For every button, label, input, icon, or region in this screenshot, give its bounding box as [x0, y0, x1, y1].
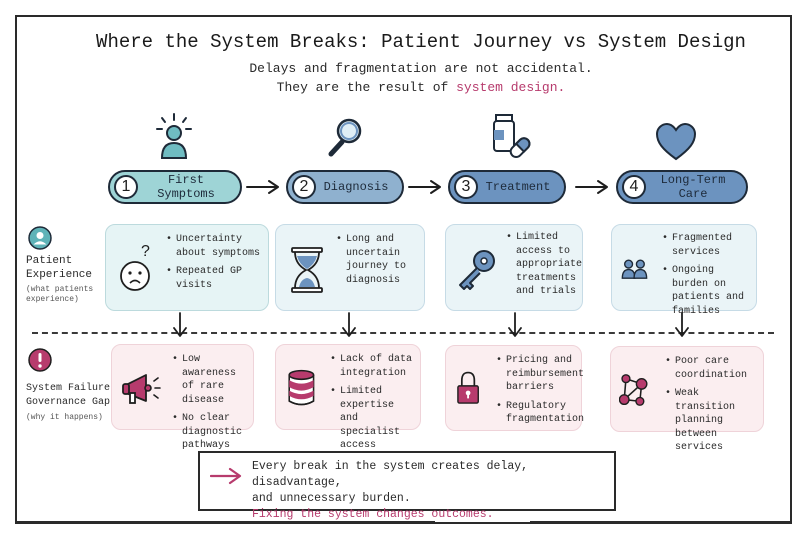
- bullet-item: Pricing and reimbursement barriers: [496, 354, 584, 395]
- stage-pill-long-term-care: 4 Long-Term Care: [616, 170, 748, 204]
- bullet-list: Pricing and reimbursement barriers Regul…: [496, 354, 584, 432]
- row-title: Governance Gap: [26, 397, 111, 408]
- people-icon: [621, 259, 648, 279]
- stage-number: 3: [454, 175, 478, 199]
- row-title: System Failure /: [26, 383, 123, 394]
- stage-label: Treatment: [485, 180, 551, 194]
- stage-number: 2: [292, 175, 316, 199]
- system-row-label: System Failure / Governance Gap (why it …: [26, 382, 122, 424]
- diagram-frame: [15, 15, 792, 524]
- bullet-item: Low awareness of rare disease: [172, 353, 245, 407]
- row-divider: [32, 332, 774, 334]
- bullet-item: Weak transition planning between service…: [665, 387, 755, 455]
- subtitle-line-2: They are the result of system design.: [0, 80, 808, 95]
- patient-box-long-term-care: Fragmented services Ongoing burden on pa…: [611, 224, 757, 317]
- bullet-list: Fragmented services Ongoing burden on pa…: [662, 232, 748, 323]
- bullet-list: Long and uncertain journey to diagnosis: [336, 233, 416, 292]
- lock-icon: [457, 371, 479, 404]
- medicine-icon: [493, 114, 531, 159]
- down-arrow-icon: [675, 312, 689, 337]
- frame-bottom-segment: [15, 521, 435, 523]
- bullet-list: Lack of data integration Limited experti…: [330, 353, 412, 458]
- bullet-item: Limited access to appropriate treatments…: [506, 231, 582, 299]
- stage-pill-first-symptoms: 1 First Symptoms: [108, 170, 242, 204]
- bullet-list: Limited access to appropriate treatments…: [506, 231, 582, 304]
- subtitle-line-1: Delays and fragmentation are not acciden…: [249, 61, 593, 76]
- bullet-item: Poor care coordination: [665, 355, 755, 382]
- patient-box-treatment: Limited access to appropriate treatments…: [445, 224, 583, 311]
- down-arrow-icon: [173, 312, 187, 337]
- stage-label: First Symptoms: [157, 173, 215, 201]
- heart-icon: [655, 122, 697, 161]
- confused-face-icon: ?: [120, 243, 150, 291]
- bullet-item: Limited expertise and specialist access: [330, 385, 412, 453]
- network-icon: [619, 374, 648, 406]
- row-title: Patient: [26, 255, 73, 267]
- callout-text: Every break in the system creates delay,…: [252, 459, 614, 523]
- bullet-item: Long and uncertain journey to diagnosis: [336, 233, 416, 287]
- flow-arrow-icon: [408, 180, 441, 194]
- svg-text:?: ?: [141, 243, 150, 260]
- subtitle-prefix: They are the result of: [276, 80, 457, 95]
- arrow-right-icon: [210, 467, 242, 485]
- down-arrow-icon: [342, 312, 356, 337]
- flow-arrow-icon: [575, 180, 608, 194]
- subtitle-accent: system design.: [456, 80, 566, 95]
- row-title: Experience: [26, 269, 93, 281]
- system-box-long-term-care: Poor care coordination Weak transition p…: [610, 346, 764, 453]
- bullet-item: Lack of data integration: [330, 353, 412, 380]
- conclusion-callout: Every break in the system creates delay,…: [198, 451, 616, 521]
- down-arrow-icon: [508, 312, 522, 337]
- stage-label: Long-Term Care: [660, 173, 726, 201]
- row-note: (why it happens): [26, 413, 103, 422]
- bullet-item: Uncertainty about symptoms: [166, 233, 260, 260]
- patient-box-first-symptoms: ? Uncertainty about symptoms Repeated GP…: [105, 224, 269, 311]
- stage-label: Diagnosis: [323, 180, 389, 194]
- hourglass-icon: [291, 246, 323, 293]
- stage-number: 1: [114, 175, 138, 199]
- system-box-first-symptoms: Low awareness of rare disease No clear d…: [111, 344, 254, 451]
- key-icon: [459, 249, 495, 290]
- stage-number: 4: [622, 175, 646, 199]
- bullet-item: Ongoing burden on patients and families: [662, 264, 748, 318]
- magnifier-icon: [328, 118, 362, 157]
- bullet-item: Regulatory fragmentation: [496, 400, 584, 427]
- callout-line-3: Fixing the system changes outcomes.: [252, 508, 494, 521]
- person-alert-icon: [156, 113, 192, 159]
- stage-pill-diagnosis: 2 Diagnosis: [286, 170, 404, 204]
- exclamation-icon: [28, 348, 52, 372]
- callout-line-1: Every break in the system creates delay,…: [252, 460, 529, 489]
- megaphone-icon: [122, 374, 161, 404]
- system-box-diagnosis: Lack of data integration Limited experti…: [275, 344, 421, 451]
- database-icon: [288, 369, 315, 406]
- diagram-title: Where the System Breaks: Patient Journey…: [96, 31, 746, 53]
- bullet-list: Poor care coordination Weak transition p…: [665, 355, 755, 460]
- system-box-treatment: Pricing and reimbursement barriers Regul…: [445, 345, 584, 432]
- flow-arrow-icon: [246, 180, 279, 194]
- bullet-item: Repeated GP visits: [166, 265, 260, 292]
- bullet-item: Fragmented services: [662, 232, 748, 259]
- patient-box-diagnosis: Long and uncertain journey to diagnosis: [275, 224, 425, 311]
- bullet-item: No clear diagnostic pathways: [172, 412, 245, 453]
- stage-pill-treatment: 3 Treatment: [448, 170, 566, 204]
- frame-bottom-segment: [530, 521, 792, 523]
- callout-line-2: and unnecessary burden.: [252, 492, 411, 505]
- bullet-list: Uncertainty about symptoms Repeated GP v…: [166, 233, 260, 297]
- bullet-list: Low awareness of rare disease No clear d…: [172, 353, 245, 458]
- person-icon: [28, 226, 52, 250]
